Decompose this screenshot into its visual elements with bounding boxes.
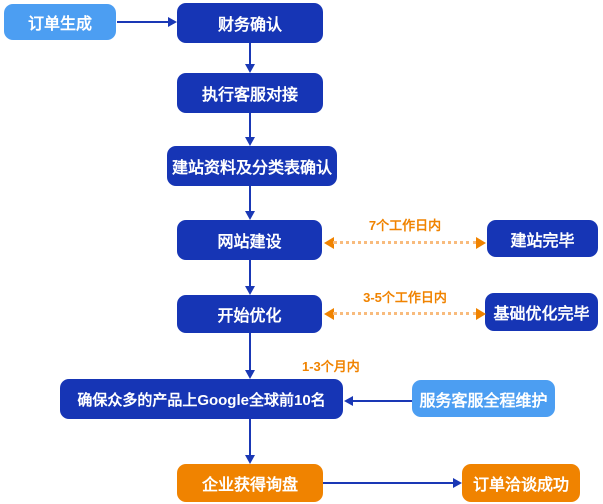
arrow-sitebuild-to-optimization xyxy=(244,260,256,295)
node-label: 执行客服对接 xyxy=(201,87,298,104)
dotted-arrow-optimization-duration xyxy=(324,307,486,321)
node-deal-success: 订单洽谈成功 xyxy=(462,464,580,502)
arrowhead-left-icon xyxy=(324,237,334,249)
node-service-maintenance: 服务客服全程维护 xyxy=(412,380,555,417)
node-label: 企业获得询盘 xyxy=(201,477,298,494)
arrowhead-right-icon xyxy=(476,308,486,320)
node-basic-optimization-done: 基础优化完毕 xyxy=(485,293,598,331)
arrowhead-left-icon xyxy=(344,396,353,406)
node-label: 建站资料及分类表确认 xyxy=(171,160,332,177)
arrow-sitedata-to-sitebuild xyxy=(244,186,256,220)
node-label: 财务确认 xyxy=(217,17,282,34)
arrowhead-down-icon xyxy=(245,370,255,379)
node-inquiry-received: 企业获得询盘 xyxy=(177,464,323,502)
node-service-handover: 执行客服对接 xyxy=(177,73,323,113)
dotted-line xyxy=(333,241,477,244)
arrowhead-right-icon xyxy=(453,478,462,488)
arrow-finance-to-handover xyxy=(244,43,256,73)
arrowhead-down-icon xyxy=(245,64,255,73)
node-finance-confirm: 财务确认 xyxy=(177,3,323,43)
node-site-build: 网站建设 xyxy=(177,220,322,260)
node-label: 服务客服全程维护 xyxy=(419,392,548,410)
arrowhead-down-icon xyxy=(245,137,255,146)
node-label: 网站建设 xyxy=(217,234,282,251)
arrow-line xyxy=(351,400,412,402)
node-label: 建站完毕 xyxy=(510,232,575,250)
arrow-line xyxy=(249,419,251,457)
arrow-line xyxy=(323,482,455,484)
dotted-arrow-sitebuild-duration xyxy=(324,236,486,250)
arrow-order-to-finance xyxy=(117,16,177,28)
arrow-line xyxy=(249,260,251,288)
arrow-line xyxy=(249,43,251,66)
arrow-inquiry-to-deal xyxy=(323,477,462,489)
arrowhead-right-icon xyxy=(476,237,486,249)
arrow-maintenance-to-google xyxy=(344,395,412,407)
edge-label-optimization-duration: 3-5个工作日内 xyxy=(363,290,447,305)
arrow-line xyxy=(249,113,251,139)
node-optimization-start: 开始优化 xyxy=(177,295,322,333)
node-label: 开始优化 xyxy=(217,308,282,325)
node-label: 基础优化完毕 xyxy=(493,306,590,323)
arrowhead-down-icon xyxy=(245,211,255,220)
dotted-line xyxy=(333,312,477,315)
node-label: 确保众多的产品上Google全球前10名 xyxy=(77,391,326,409)
edge-label-ranking-duration: 1-3个月内 xyxy=(302,359,360,374)
node-google-top10: 确保众多的产品上Google全球前10名 xyxy=(60,379,343,419)
arrow-line xyxy=(117,21,170,23)
node-order-created: 订单生成 xyxy=(4,4,116,40)
arrowhead-left-icon xyxy=(324,308,334,320)
arrow-google-to-inquiry xyxy=(244,419,256,464)
node-label: 订单洽谈成功 xyxy=(472,477,569,494)
node-site-data-confirm: 建站资料及分类表确认 xyxy=(167,146,337,186)
edge-label-sitebuild-duration: 7个工作日内 xyxy=(368,218,442,233)
arrow-optimization-to-google xyxy=(244,333,256,379)
node-label: 订单生成 xyxy=(27,16,92,33)
arrow-line xyxy=(249,186,251,213)
node-site-build-done: 建站完毕 xyxy=(487,220,598,257)
arrowhead-down-icon xyxy=(245,455,255,464)
arrowhead-right-icon xyxy=(168,17,177,27)
arrow-handover-to-sitedata xyxy=(244,113,256,146)
arrowhead-down-icon xyxy=(245,286,255,295)
arrow-line xyxy=(249,333,251,372)
